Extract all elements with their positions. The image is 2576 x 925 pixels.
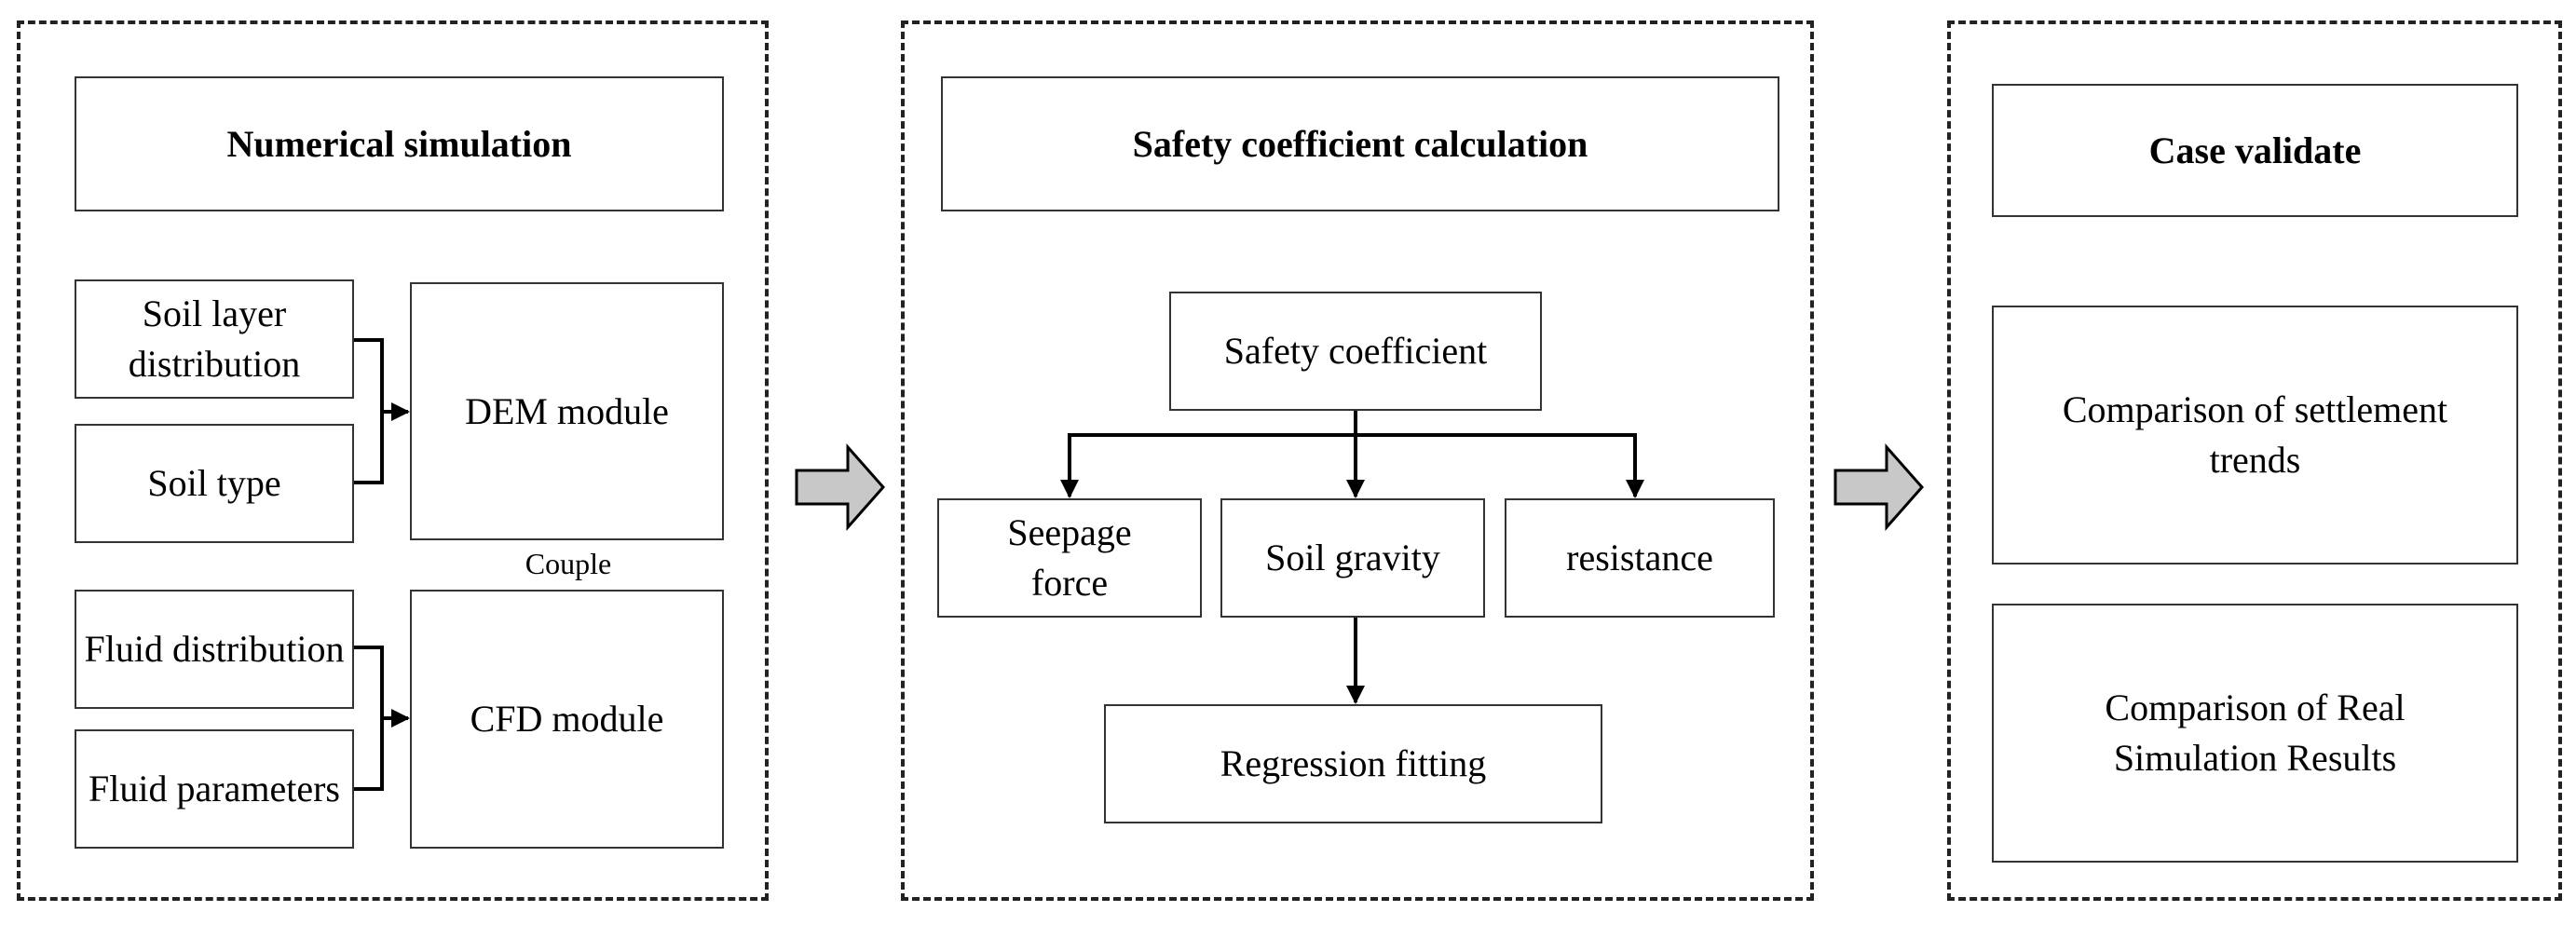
safety-panel (901, 20, 1814, 901)
real-simulation-results-box: Comparison of Real Simulation Results (1992, 604, 2518, 863)
soil-type-box: Soil type (75, 424, 354, 543)
settlement-trends-box: Comparison of settlement trends (1992, 306, 2518, 565)
soil-layer-distribution-box: Soil layer distribution (75, 279, 354, 399)
cfd-module-box: CFD module (410, 590, 724, 849)
fluid-distribution-box: Fluid distribution (75, 590, 354, 709)
validation-panel (1947, 20, 2562, 901)
couple-label: Couple (525, 547, 612, 580)
simulation-panel (17, 20, 769, 901)
soil-input-connector (354, 338, 410, 484)
fluid-parameters-box: Fluid parameters (75, 729, 354, 849)
soil-gravity-box: Soil gravity (1220, 498, 1485, 618)
simulation-title: Numerical simulation (75, 76, 724, 211)
panel-arrow-1-icon (795, 443, 886, 531)
resistance-box: resistance (1505, 498, 1775, 618)
safety-title: Safety coefficient calculation (941, 76, 1779, 211)
safety-coefficient-box: Safety coefficient (1169, 292, 1542, 411)
safety-tree-connector (1060, 411, 1644, 704)
panel-arrow-2-icon (1833, 443, 1925, 531)
seepage-force-box: Seepage force (937, 498, 1202, 618)
dem-module-box: DEM module (410, 282, 724, 540)
validation-title: Case validate (1992, 84, 2518, 217)
regression-fitting-box: Regression fitting (1104, 704, 1602, 823)
fluid-input-connector (354, 646, 410, 791)
